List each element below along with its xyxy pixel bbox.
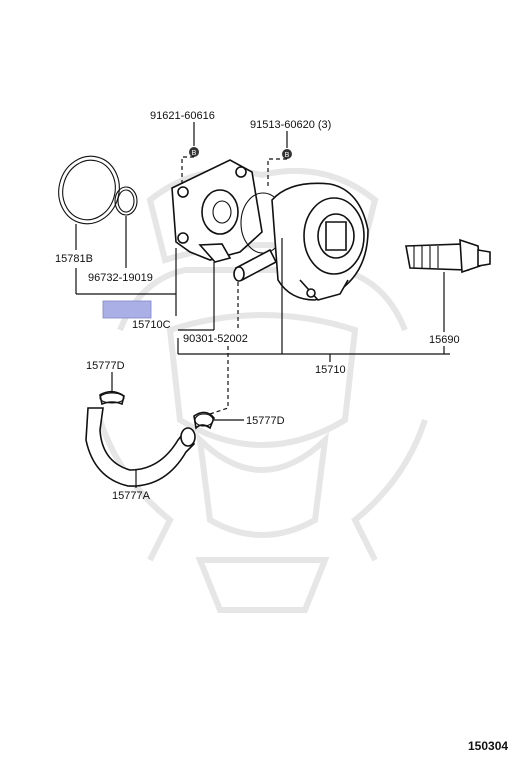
hose-clamp-right-part [193,411,215,430]
watermark-logo [97,167,428,613]
label-96732-19019[interactable]: 96732-19019 [88,272,153,284]
small-o-ring-part [114,186,138,216]
bolt-marker-left: B [189,147,199,157]
label-90301-52002[interactable]: 90301-52002 [183,333,248,345]
label-15777A[interactable]: 15777A [112,490,151,502]
svg-text:B: B [192,150,197,157]
label-15781B[interactable]: 15781B [55,253,93,265]
hose-part [85,407,196,487]
svg-text:B: B [285,152,290,159]
oil-pump-body-part [233,182,369,301]
label-15690[interactable]: 15690 [429,334,460,346]
pump-housing-part [171,159,263,263]
label-15777D-left[interactable]: 15777D [86,360,125,372]
bolt-marker-right: B [282,149,292,159]
label-15777D-right[interactable]: 15777D [246,415,285,427]
label-91513-60620[interactable]: 91513-60620 (3) [250,119,331,131]
leader-lines [75,122,450,488]
label-15710[interactable]: 15710 [315,364,346,376]
label-91621-60616[interactable]: 91621-60616 [150,110,215,122]
large-o-ring-part [58,155,120,225]
label-15710C[interactable]: 15710C [132,319,171,331]
drive-shaft-part [405,238,491,274]
highlight-box[interactable] [102,300,152,319]
hose-clamp-left-part [99,390,125,406]
figure-number: 150304 [468,739,508,753]
